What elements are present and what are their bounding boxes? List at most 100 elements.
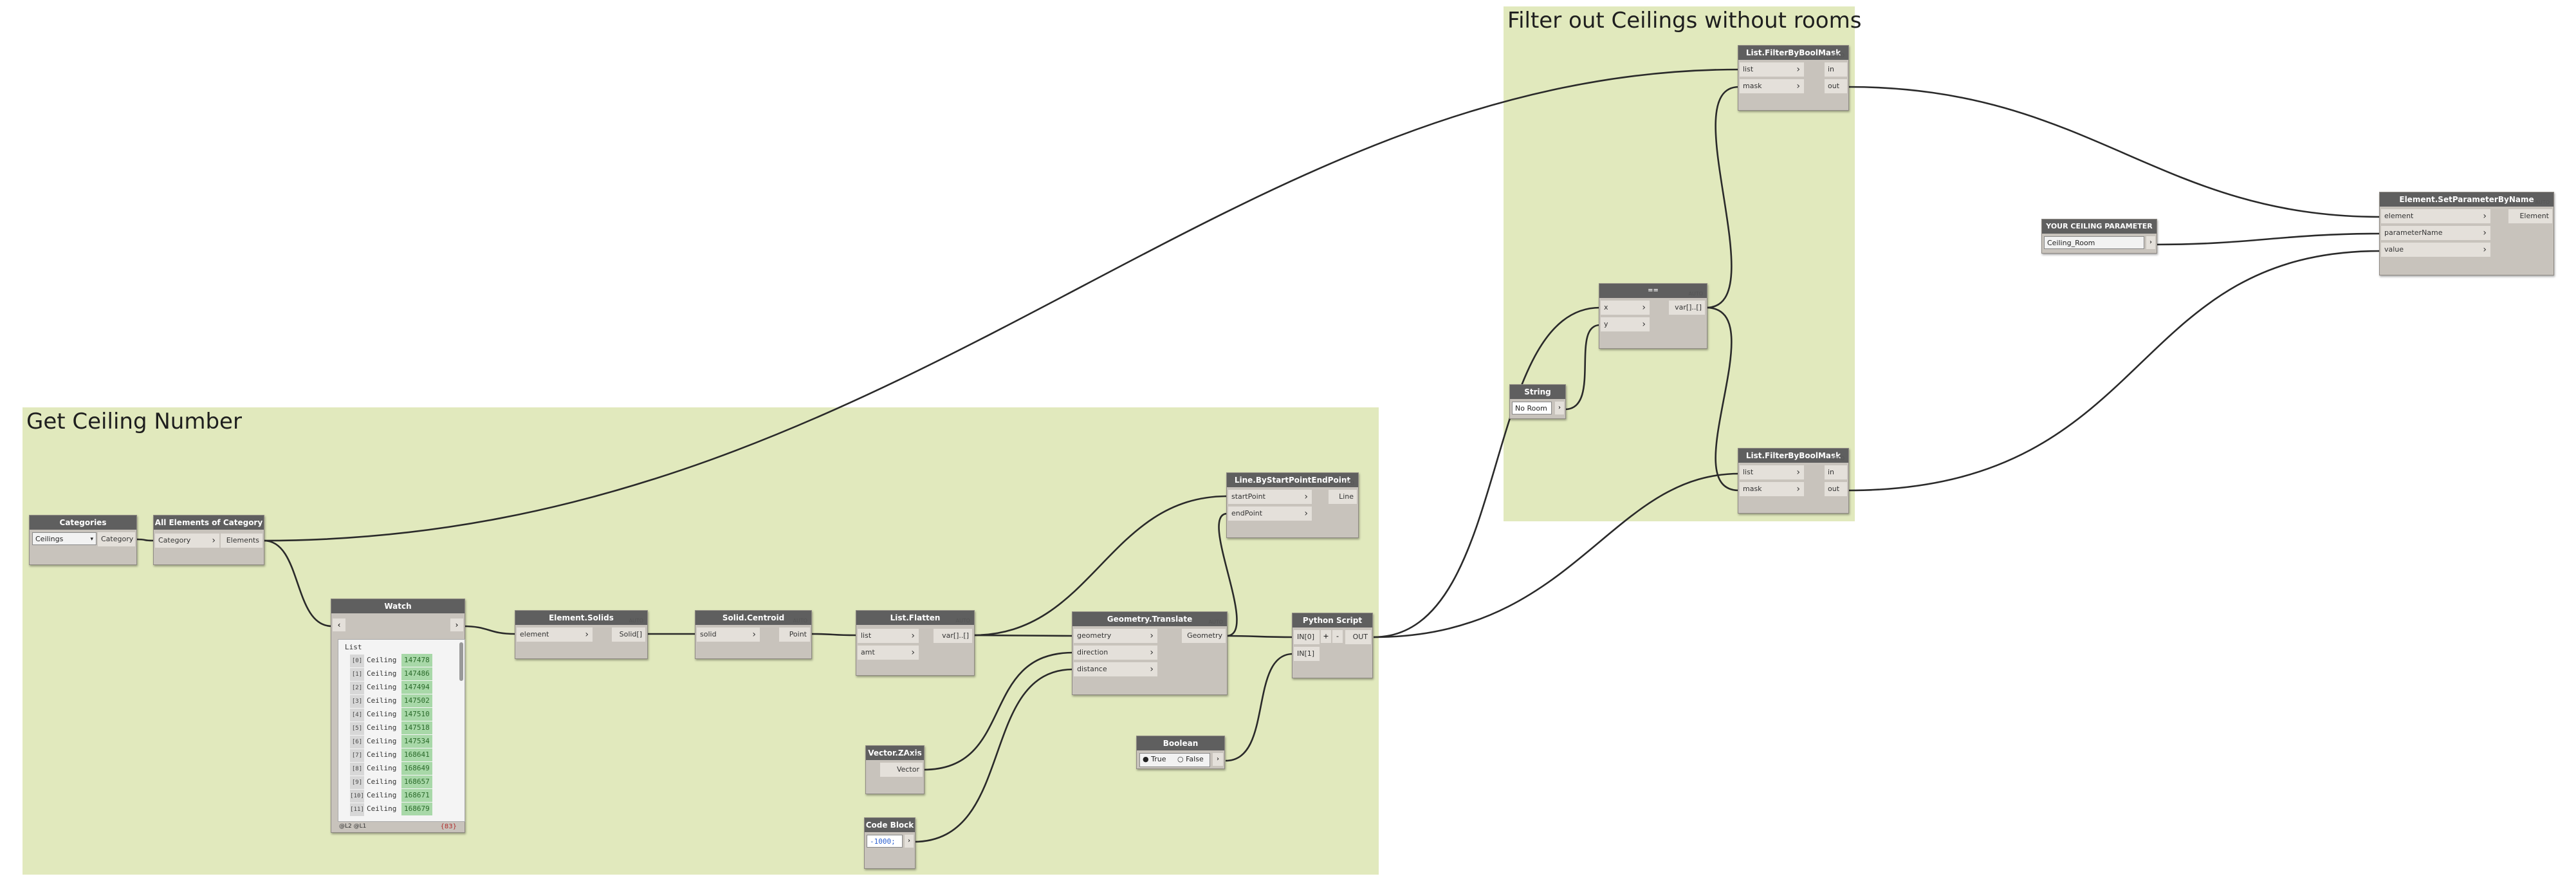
category-dropdown[interactable]: Ceilings▾ [32, 532, 97, 545]
chevron-right-icon: › [2483, 211, 2487, 221]
port-label: direction [1077, 648, 1109, 656]
watch-item-id: 168649 [401, 762, 432, 775]
output-port[interactable]: › [1555, 402, 1564, 414]
input-port[interactable]: Category› [155, 534, 219, 548]
watch-item-type: Ceiling [367, 669, 397, 678]
output-port-in[interactable]: in [1825, 465, 1847, 479]
remove-input-button[interactable]: - [1332, 630, 1343, 643]
node-solid-centroid[interactable]: Solid.Centroid solid› Point AUTO [695, 610, 812, 659]
port-label: endPoint [1231, 509, 1263, 517]
watch-item-index: [0] [350, 655, 364, 667]
input-port[interactable]: solid› [697, 627, 760, 642]
watch-item-index: [2] [350, 682, 364, 694]
port-label: list [861, 631, 872, 640]
output-port[interactable]: Vector [880, 763, 923, 777]
node-boolean[interactable]: Boolean ● True ○ False › [1136, 736, 1225, 769]
output-port[interactable]: var[]..[] [934, 629, 972, 643]
watch-item-id: 147494 [401, 681, 432, 694]
add-input-button[interactable]: + [1321, 630, 1331, 643]
output-port-out[interactable]: out [1825, 482, 1847, 496]
scrollbar[interactable] [459, 642, 463, 681]
input-port[interactable]: distance› [1074, 662, 1157, 676]
input-port[interactable]: mask› [1740, 79, 1804, 93]
output-port[interactable]: Elements [221, 534, 262, 548]
chevron-right-icon: › [752, 629, 756, 640]
input-port[interactable]: startPoint› [1228, 490, 1312, 504]
node-line-by-start-end[interactable]: Line.ByStartPointEndPoint startPoint› en… [1226, 472, 1359, 538]
output-port[interactable]: Solid[] [612, 627, 645, 642]
input-port[interactable]: element› [2381, 209, 2490, 223]
wire-filter-top-out-to-element [1847, 86, 2381, 218]
node-geometry-translate[interactable]: Geometry.Translate geometry› direction› … [1072, 611, 1228, 695]
wire-filter-bottom-out-to-value [1847, 250, 2381, 492]
node-vector-zaxis[interactable]: Vector.ZAxis Vector AUTO [865, 745, 925, 794]
node-filter-by-bool-mask-bottom[interactable]: List.FilterByBoolMask list› mask› in out… [1738, 448, 1849, 514]
watch-input-port[interactable]: ‹ [333, 618, 345, 631]
input-port[interactable]: value› [2381, 243, 2490, 257]
node-filter-by-bool-mask-top[interactable]: List.FilterByBoolMask list› mask› in out… [1738, 45, 1849, 111]
input-port[interactable]: x› [1601, 301, 1650, 315]
node-title: List.FilterByBoolMask [1738, 46, 1848, 60]
node-all-elements-of-category[interactable]: All Elements of Category Category› Eleme… [153, 515, 264, 565]
port-label: y [1604, 320, 1608, 328]
chevron-right-icon: › [911, 631, 915, 641]
node-your-ceiling-parameter[interactable]: YOUR CEILING PARAMETER Ceiling_Room › [2041, 219, 2157, 254]
watch-item-id: 147510 [401, 708, 432, 721]
output-port-out[interactable]: out [1825, 79, 1847, 93]
input-port[interactable]: list› [1740, 465, 1804, 479]
node-python-script[interactable]: Python Script IN[0] + - IN[1] OUT [1292, 613, 1373, 678]
input-port[interactable]: IN[0] [1294, 630, 1320, 644]
port-label: mask [1743, 485, 1762, 493]
output-port[interactable]: OUT [1345, 630, 1371, 644]
watch-item-id: 168657 [401, 776, 432, 788]
node-equals[interactable]: == x› y› var[]..[] AUTO [1599, 283, 1707, 349]
output-port[interactable]: › [905, 835, 914, 848]
node-title: Categories [30, 516, 136, 530]
input-port[interactable]: element› [517, 627, 593, 642]
output-port[interactable]: › [1213, 753, 1223, 766]
watch-item-index: [7] [350, 749, 364, 762]
input-port[interactable]: direction› [1074, 646, 1157, 660]
input-port[interactable]: list › [858, 629, 919, 643]
input-port[interactable]: y› [1601, 317, 1650, 331]
node-element-set-parameter-by-name[interactable]: Element.SetParameterByName element› para… [2379, 192, 2554, 275]
true-radio[interactable]: ● True [1143, 755, 1166, 763]
output-port[interactable]: Category [98, 532, 135, 546]
node-code-block[interactable]: Code Block -1000; › [864, 817, 915, 869]
string-input[interactable]: Ceiling_Room [2044, 236, 2144, 249]
output-port-in[interactable]: in [1825, 62, 1847, 77]
node-list-flatten[interactable]: List.Flatten list› amt› var[]..[] AUTO [856, 610, 975, 676]
code-input[interactable]: -1000; [867, 835, 903, 848]
output-port[interactable]: var[]..[] [1669, 301, 1705, 315]
node-element-solids[interactable]: Element.Solids element› Solid[] AUTO [515, 610, 648, 659]
watch-item-index: [10] [350, 790, 364, 803]
input-port[interactable]: parameterName› [2381, 226, 2490, 240]
input-port[interactable]: list› [1740, 62, 1804, 77]
false-radio[interactable]: ○ False [1177, 755, 1204, 763]
node-categories[interactable]: Categories Ceilings▾ Category [29, 515, 137, 565]
lacing-label: AUTO [793, 618, 807, 624]
watch-item-type: Ceiling [367, 791, 397, 799]
watch-output-port[interactable]: › [450, 618, 463, 631]
output-port[interactable]: Element [2508, 209, 2552, 223]
output-port[interactable]: Point [779, 627, 810, 642]
input-port[interactable]: endPoint› [1228, 507, 1312, 521]
watch-footer-levels: @L2 @L1 [339, 823, 367, 830]
output-port[interactable]: Line [1329, 490, 1357, 504]
input-port[interactable]: IN[1] [1294, 647, 1320, 661]
input-port[interactable]: mask› [1740, 482, 1804, 496]
true-label: True [1151, 755, 1166, 763]
node-string[interactable]: String No Room › [1509, 384, 1566, 419]
chevron-right-icon: › [1150, 631, 1154, 641]
input-port[interactable]: geometry› [1074, 629, 1157, 643]
chevron-right-icon: › [1796, 64, 1800, 75]
output-port[interactable]: Geometry [1182, 629, 1226, 643]
string-input[interactable]: No Room [1512, 402, 1552, 414]
boolean-toggle[interactable]: ● True ○ False [1139, 753, 1210, 767]
input-port[interactable]: amt› [858, 646, 919, 660]
output-port[interactable]: › [2146, 236, 2155, 249]
